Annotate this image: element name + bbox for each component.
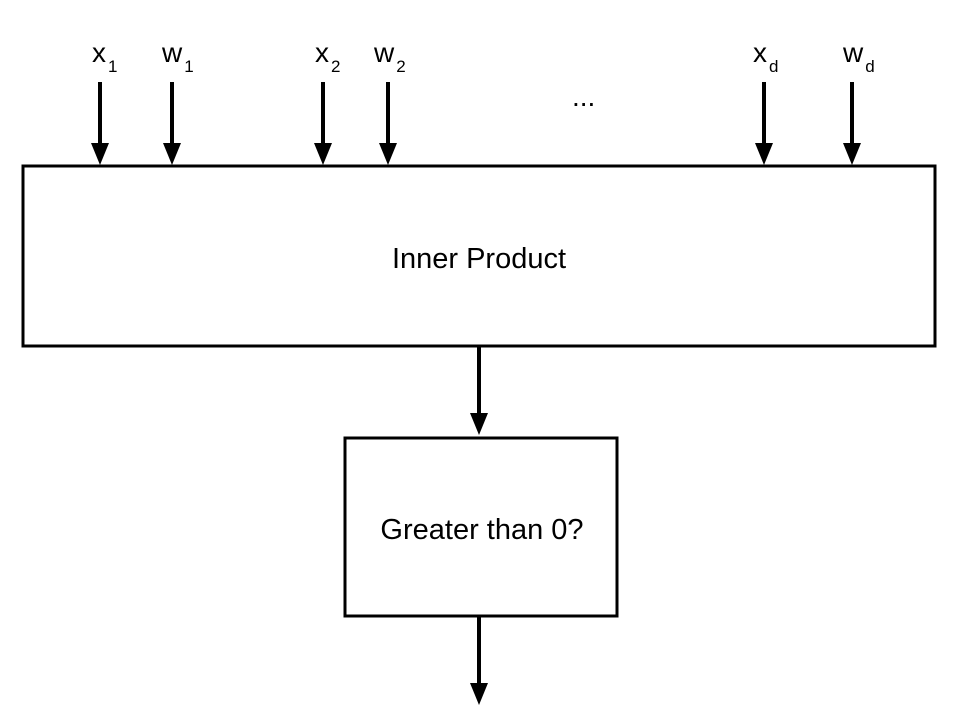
input-arrow-w2 [379,82,397,165]
threshold-box [343,436,619,618]
ellipsis-text: ... [572,81,595,112]
threshold-label: Greater than 0? [380,514,583,546]
input-arrow-x1 [91,82,109,165]
input-arrow-w1 [163,82,181,165]
output-arrow [470,617,488,705]
input-arrow-xd [755,82,773,165]
input-arrow-wd [843,82,861,165]
arrow-inner-to-threshold [470,347,488,435]
input-arrow-x2 [314,82,332,165]
inner-product-box [21,164,937,348]
inner-product-label: Inner Product [392,243,566,275]
